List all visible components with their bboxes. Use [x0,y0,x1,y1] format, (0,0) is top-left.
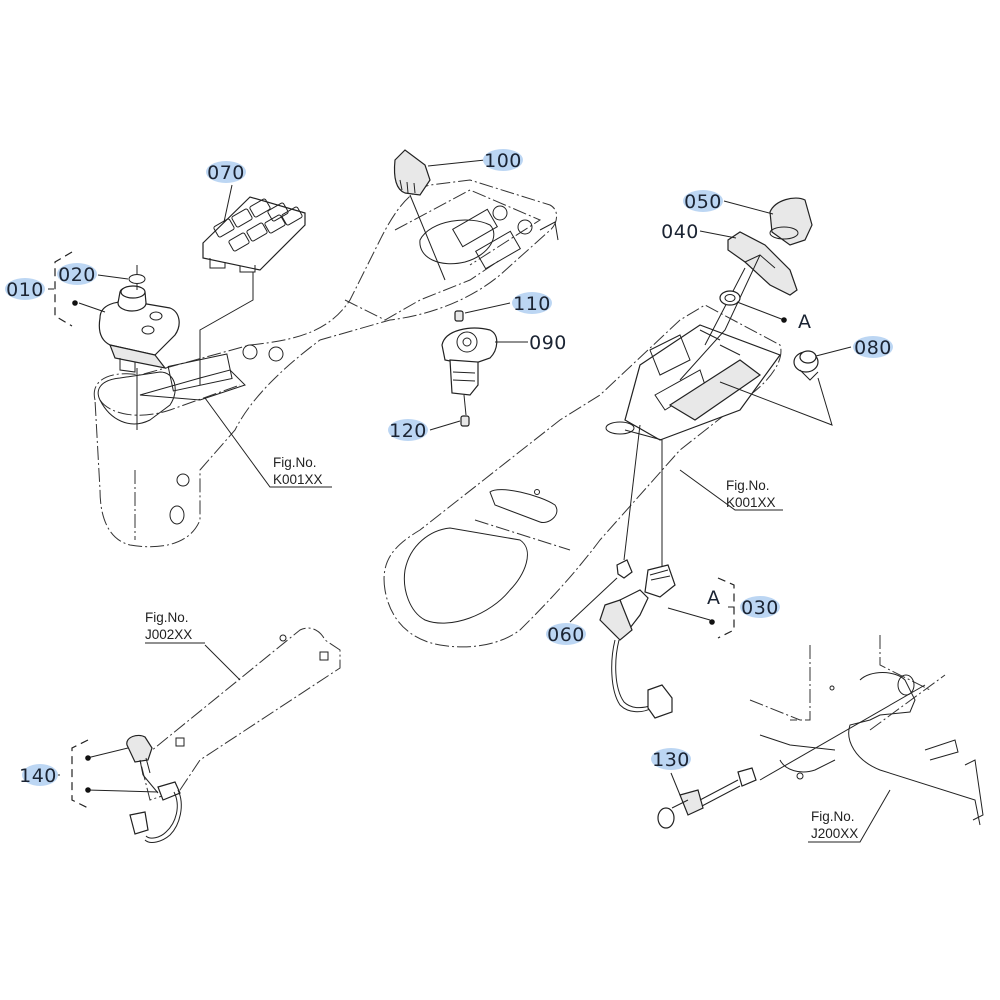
callout-090[interactable]: 090 [529,332,567,354]
callout-110[interactable]: 110 [512,292,552,315]
figure-reference-k001xx-right[interactable]: Fig.No. K001XX [726,478,776,510]
part-080-push-switch[interactable] [719,350,833,426]
callout-040[interactable]: 040 [661,221,699,243]
callout-label: 010 [6,279,44,301]
part-070-switch-panel[interactable] [199,196,306,385]
callout-label: 130 [652,749,690,771]
fig-ref-line1: Fig.No. [726,478,770,493]
callout-020[interactable]: 020 [57,263,97,286]
fig-ref-line1: Fig.No. [811,809,855,824]
fig-ref-line2: K001XX [273,472,323,487]
callout-label: 070 [207,162,245,184]
bushing-a [719,290,741,306]
callout-label: 020 [58,264,96,286]
fig-ref-line1: Fig.No. [273,455,317,470]
callout-label: 140 [19,765,57,787]
fig-ref-line2: J002XX [145,627,192,642]
callout-050[interactable]: 050 [683,190,723,213]
callout-label: 120 [389,420,427,442]
reference-marker-a: A [707,587,721,609]
part-110-spring[interactable] [454,310,464,322]
callout-label: 050 [684,191,722,213]
part-140-sensor[interactable] [126,734,182,843]
bracket-j002xx [139,627,341,801]
bracket-j200xx [749,635,984,826]
figure-reference-k001xx-left[interactable]: Fig.No. K001XX [273,455,323,487]
reference-marker-a: A [798,311,812,333]
callout-140[interactable]: 140 [19,764,58,787]
group-bracket-010 [54,251,78,327]
callout-label: 030 [741,597,779,619]
callout-label: 100 [484,150,522,172]
part-120-screw[interactable] [460,415,470,427]
callout-130[interactable]: 130 [651,748,691,771]
part-030-socket[interactable] [599,429,676,719]
callout-080[interactable]: 080 [853,336,893,359]
fig-ref-line1: Fig.No. [145,610,189,625]
callout-label: 090 [529,332,567,354]
callout-label: 060 [547,624,585,646]
callout-label: 110 [513,293,551,315]
part-020-o-ring[interactable] [128,265,146,290]
part-010-joystick-switch[interactable] [98,285,180,430]
group-bracket-140 [71,739,91,809]
right-console-housing [383,304,782,648]
part-100-knob[interactable] [393,149,446,281]
reference-dot-a [781,317,787,323]
fig-ref-line2: J200XX [811,826,858,841]
callout-030[interactable]: 030 [740,596,780,619]
figure-reference-j002xx[interactable]: Fig.No. J002XX [145,610,205,644]
leader-lines [48,159,891,843]
part-040-knob-housing[interactable] [679,231,798,381]
left-console-housing [93,179,559,548]
part-090-potentiometer[interactable] [441,327,498,416]
part-130-switch[interactable] [657,767,757,829]
group-bracket-030 [709,577,735,639]
callout-100[interactable]: 100 [483,149,523,172]
part-060-clip[interactable] [616,424,641,579]
callout-010[interactable]: 010 [5,278,45,301]
callout-070[interactable]: 070 [206,161,246,184]
callout-120[interactable]: 120 [388,419,428,442]
part-050-knob[interactable] [769,197,813,246]
callout-060[interactable]: 060 [546,623,586,646]
fig-ref-line2: K001XX [726,495,776,510]
figure-reference-j200xx[interactable]: Fig.No. J200XX [811,809,858,841]
callout-label: 080 [854,337,892,359]
callout-label: 040 [661,221,699,243]
